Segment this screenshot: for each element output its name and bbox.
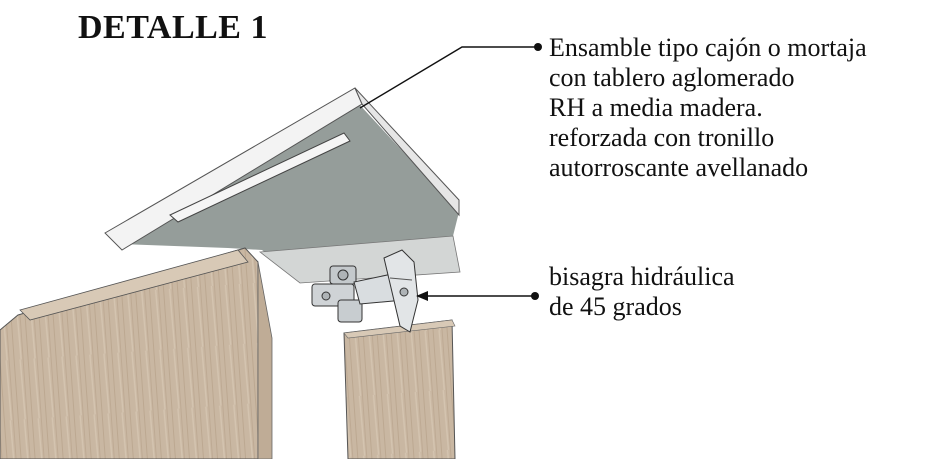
- leader-line-1: [359, 46, 537, 109]
- hinge-callout: bisagra hidráulica de 45 grados: [549, 262, 735, 322]
- hydraulic-hinge: [311, 249, 419, 333]
- board-edge-side: [354, 87, 460, 217]
- callout-line: Ensamble tipo cajón o mortaja: [549, 33, 867, 62]
- callout-line: de 45 grados: [549, 292, 682, 321]
- top-board: [104, 87, 461, 284]
- leader-dot-1: [534, 43, 542, 51]
- callout-line: bisagra hidráulica: [549, 262, 735, 291]
- callout-line: autorroscante avellanado: [549, 153, 809, 182]
- joint-callout: Ensamble tipo cajón o mortaja con tabler…: [549, 33, 867, 183]
- callout-line: RH a media madera.: [549, 93, 763, 122]
- leader-arrow-2: [416, 291, 428, 301]
- mortise-slot: [169, 132, 351, 223]
- board-underside: [122, 103, 459, 281]
- right-panel-top: [343, 319, 456, 339]
- callout-line: reforzada con tronillo: [549, 123, 775, 152]
- left-panel-back: [257, 261, 273, 459]
- detail-title: DETALLE 1: [78, 9, 268, 46]
- left-panel-top: [19, 249, 249, 321]
- right-panel-front: [343, 319, 456, 459]
- right-panel: [343, 319, 456, 459]
- leader-lines: [359, 43, 542, 301]
- callout-line: con tablero aglomerado: [549, 63, 795, 92]
- left-panel: [0, 247, 273, 459]
- leader-dot-2: [531, 292, 539, 300]
